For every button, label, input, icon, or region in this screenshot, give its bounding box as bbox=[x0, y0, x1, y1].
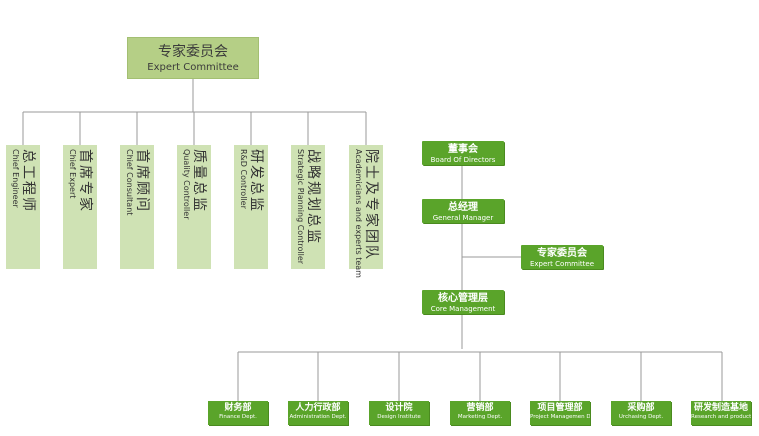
dept-zh: 设计院 bbox=[385, 403, 413, 413]
member-zh: 研发总监 bbox=[248, 149, 264, 213]
member-strategic-planning: 战略规划总监 Strategic Planning Controller bbox=[291, 145, 325, 269]
dept-en: Project Managemen Dept. bbox=[530, 414, 590, 420]
dept-zh: 采购部 bbox=[627, 403, 655, 413]
member-en: Strategic Planning Controller bbox=[296, 149, 305, 265]
dept-en: Administration Dept. bbox=[289, 414, 347, 420]
member-zh: 总工程师 bbox=[20, 149, 36, 213]
expert-right-en: Expert Committee bbox=[529, 260, 595, 268]
core-en: Core Management bbox=[430, 305, 496, 313]
expert-committee-node-right: 专家委员会 Expert Committee bbox=[521, 245, 603, 269]
expert-committee-zh: 专家委员会 bbox=[158, 44, 228, 60]
expert-committee-node: 专家委员会 Expert Committee bbox=[127, 37, 259, 79]
member-chief-engineer: 总工程师 Chief Engineer bbox=[6, 145, 40, 269]
dept-en: Finance Dept. bbox=[219, 414, 257, 420]
dept-purchasing: 采购部 Urchasing Dept. bbox=[611, 401, 671, 425]
member-zh: 首席专家 bbox=[77, 149, 93, 213]
member-zh: 首席顾问 bbox=[134, 149, 150, 213]
member-rd-controller: 研发总监 R&D Controller bbox=[234, 145, 268, 269]
board-node: 董事会 Board Of Directors bbox=[422, 141, 504, 165]
member-zh: 院士及专家团队 bbox=[363, 149, 379, 261]
dept-administration: 人力行政部 Administration Dept. bbox=[288, 401, 348, 425]
board-zh: 董事会 bbox=[448, 144, 478, 155]
member-chief-consultant: 首席顾问 Chief Consultant bbox=[120, 145, 154, 269]
dept-zh: 营销部 bbox=[466, 403, 494, 413]
member-chief-expert: 首席专家 Chief Expert bbox=[63, 145, 97, 269]
member-en: Academicians and experts team bbox=[354, 149, 363, 278]
general-manager-node: 总经理 General Manager bbox=[422, 199, 504, 223]
dept-zh: 财务部 bbox=[224, 403, 252, 413]
member-zh: 战略规划总监 bbox=[305, 149, 321, 245]
core-zh: 核心管理层 bbox=[438, 293, 488, 304]
gm-en: General Manager bbox=[432, 214, 494, 222]
dept-design-institute: 设计院 Design Institute bbox=[369, 401, 429, 425]
dept-zh: 研发制造基地 bbox=[693, 403, 748, 413]
dept-en: Urchasing Dept. bbox=[618, 414, 664, 420]
expert-right-zh: 专家委员会 bbox=[537, 248, 587, 259]
dept-zh: 人力行政部 bbox=[295, 403, 341, 413]
dept-rd-production-base: 研发制造基地 Research and production base bbox=[691, 401, 751, 425]
dept-en: Design Institute bbox=[377, 414, 421, 420]
member-zh: 质量总监 bbox=[191, 149, 207, 213]
core-management-node: 核心管理层 Core Management bbox=[422, 290, 504, 314]
dept-project-management: 项目管理部 Project Managemen Dept. bbox=[530, 401, 590, 425]
member-en: R&D Controller bbox=[239, 149, 248, 209]
member-en: Chief Engineer bbox=[11, 149, 20, 208]
dept-zh: 项目管理部 bbox=[537, 403, 583, 413]
expert-committee-en: Expert Committee bbox=[147, 62, 239, 73]
member-academicians-team: 院士及专家团队 Academicians and experts team bbox=[349, 145, 383, 278]
board-en: Board Of Directors bbox=[430, 156, 496, 164]
member-en: Chief Consultant bbox=[125, 149, 134, 216]
dept-finance: 财务部 Finance Dept. bbox=[208, 401, 268, 425]
member-quality-controller: 质量总监 Quality Controller bbox=[177, 145, 211, 269]
dept-en: Marketing Dept. bbox=[457, 414, 503, 420]
dept-marketing: 营销部 Marketing Dept. bbox=[450, 401, 510, 425]
member-en: Quality Controller bbox=[182, 149, 191, 220]
gm-zh: 总经理 bbox=[448, 202, 478, 213]
dept-en: Research and production base bbox=[691, 414, 751, 420]
member-en: Chief Expert bbox=[68, 149, 77, 199]
